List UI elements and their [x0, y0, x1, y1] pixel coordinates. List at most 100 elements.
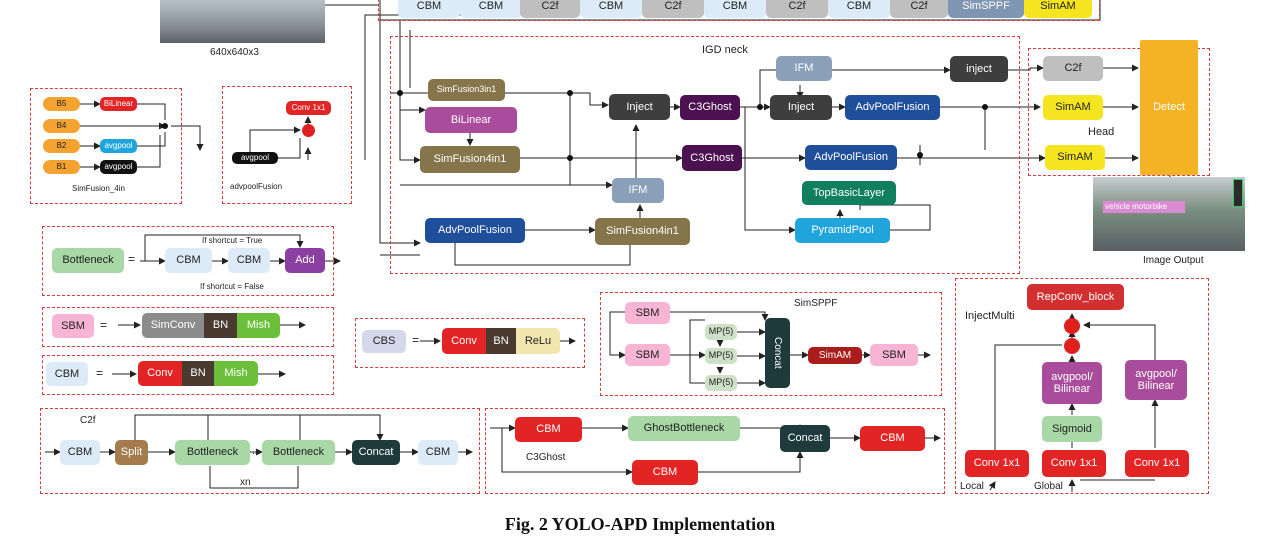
c3ghost-cbm-1: CBM [515, 417, 582, 442]
injectmulti-group [955, 278, 1209, 494]
c3ghost-cbm-2: CBM [632, 460, 698, 485]
c2f-concat: Concat [352, 440, 400, 465]
c2f-bottleneck-2: Bottleneck [262, 440, 335, 465]
backbone-group [378, 0, 1100, 21]
backbone-simsppf: SimSPPF [948, 0, 1024, 18]
bottleneck-if-false: If shortcut = False [200, 282, 264, 291]
inject-block-3: inject [950, 56, 1008, 82]
legend-avgpool-2: avgpool [100, 160, 137, 174]
simsppf-mp-2: MP(5) [705, 348, 737, 364]
backbone-c2f-2: C2f [642, 0, 704, 18]
bottleneck-cbm-1: CBM [165, 248, 212, 273]
simsppf-mp-3: MP(5) [705, 375, 737, 391]
legend-junction [162, 123, 168, 129]
sbm-mish: Mish [237, 313, 280, 338]
junction-dot [757, 104, 763, 110]
cbm-mish: Mish [214, 361, 258, 386]
legend-b2: B2 [43, 139, 80, 153]
legend-avgpool-1: avgpool [100, 139, 137, 153]
backbone-cbm-5: CBM [828, 0, 890, 18]
advpoolfusion-block-low: AdvPoolFusion [805, 145, 897, 170]
advpoolfusion-legend-group [222, 86, 352, 204]
input-image [160, 0, 325, 43]
backbone-cbm-4: CBM [704, 0, 766, 18]
sbm-name: SBM [52, 314, 94, 338]
injectmulti-conv-3: Conv 1x1 [1125, 450, 1189, 477]
cbm-name: CBM [46, 362, 88, 386]
c2f-bottleneck-1: Bottleneck [175, 440, 250, 465]
cbs-bn: BN [486, 328, 516, 354]
legend-b1: B1 [43, 160, 80, 174]
detect-block: Detect [1140, 40, 1198, 175]
legend-add-dot [302, 124, 315, 137]
inject-block-1: Inject [609, 94, 670, 120]
simfusion4in1-block-b: SimFusion4in1 [595, 218, 690, 245]
pyramidpool-block: PyramidPool [795, 218, 890, 243]
bottleneck-eq: = [128, 252, 136, 266]
backbone-simam: SimAM [1024, 0, 1092, 18]
cbm-eq: = [96, 366, 104, 380]
sbm-eq: = [100, 318, 108, 332]
cbm-group [42, 355, 334, 395]
backbone-cbm-1: CBM [398, 0, 460, 18]
topbasiclayer-block: TopBasicLayer [802, 181, 896, 205]
c3ghost-ghostbottleneck: GhostBottleneck [628, 416, 740, 441]
bottleneck-if-true: If shortcut = True [202, 236, 263, 245]
junction-dot [567, 90, 573, 96]
injectmulti-avgpool-1: avgpool/ Bilinear [1042, 362, 1102, 404]
backbone-cbm-2: CBM [460, 0, 522, 18]
simfusion3in1-block: SimFusion3in1 [428, 79, 505, 101]
output-image: vehicle motorbike [1093, 177, 1245, 251]
injectmulti-mul-dot [1064, 318, 1080, 334]
c3ghost-cbm-3: CBM [860, 426, 925, 451]
output-label: Image Output [1143, 255, 1204, 266]
simsppf-simam: SimAM [808, 347, 862, 364]
legend-b5: B5 [43, 97, 80, 111]
figure-caption: Fig. 2 YOLO-APD Implementation [504, 514, 776, 534]
cbm-conv: Conv [138, 361, 182, 386]
simsppf-sbm-mid: SBM [625, 344, 670, 366]
sbm-group [42, 307, 334, 347]
injectmulti-avgpool-2: avgpool/ Bilinear [1125, 360, 1187, 400]
injectmulti-conv-1: Conv 1x1 [965, 450, 1029, 477]
injectmulti-title: InjectMulti [965, 310, 1015, 322]
simfusion4in1-block-a: SimFusion4in1 [420, 146, 520, 173]
cbm-bn: BN [182, 361, 214, 386]
bottleneck-group [42, 226, 334, 296]
detection-box: vehicle motorbike [1103, 201, 1185, 213]
c2f-xn: xn [240, 477, 251, 488]
sbm-bn: BN [204, 313, 237, 338]
head-title: Head [1088, 126, 1115, 138]
c3ghost-block-1: C3Ghost [680, 95, 740, 120]
simsppf-sbm-in: SBM [625, 302, 670, 324]
head-simam-block-2: SimAM [1045, 145, 1105, 170]
simsppf-title: SimSPPF [794, 298, 838, 309]
traffic-light [1233, 179, 1243, 207]
legend-bilinear: BiLinear [100, 97, 137, 111]
ifm-block-low: IFM [612, 178, 664, 203]
injectmulti-local: Local [960, 481, 984, 492]
c2f-dots: ... [252, 446, 261, 457]
cbs-name: CBS [362, 330, 406, 353]
sbm-simconv: SimConv [142, 313, 204, 338]
junction-dot [917, 152, 923, 158]
c3ghost-block-2: C3Ghost [682, 145, 742, 171]
injectmulti-avgpool-2-label: avgpool/ Bilinear [1135, 367, 1177, 392]
c3ghost-concat: Concat [780, 425, 830, 452]
head-c2f-block: C2f [1043, 56, 1103, 81]
c3ghost-title: C3Ghost [526, 452, 566, 463]
bottleneck-name: Bottleneck [52, 248, 124, 273]
ifm-block-top: IFM [776, 56, 832, 81]
bottleneck-cbm-2: CBM [228, 248, 270, 273]
cbs-relu: ReLu [516, 328, 560, 354]
injectmulti-conv-2: Conv 1x1 [1042, 450, 1106, 477]
bilinear-block: BiLinear [425, 107, 517, 133]
junction-dot [567, 155, 573, 161]
c2f-group [40, 408, 480, 494]
simsppf-concat: Concat [765, 318, 790, 388]
injectmulti-add-dot [1064, 338, 1080, 354]
legend-conv1x1: Conv 1x1 [286, 101, 331, 115]
legend-avgpool: avgpool [232, 152, 278, 164]
backbone-c2f-4: C2f [890, 0, 948, 18]
